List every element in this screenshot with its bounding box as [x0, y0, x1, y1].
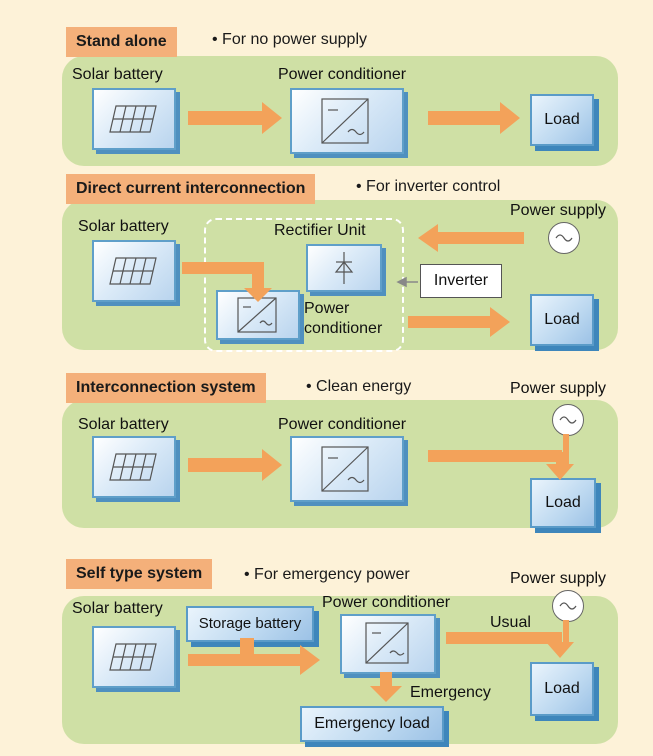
ac-supply-icon — [552, 590, 584, 622]
inverter-box: Inverter — [420, 264, 502, 298]
power-conditioner-label: Power conditioner — [322, 594, 451, 611]
diode-icon — [334, 252, 354, 284]
solar-battery-label: Solar battery — [78, 416, 169, 433]
power-conditioner-box — [290, 436, 404, 502]
power-conditioner-box — [290, 88, 404, 154]
load-box: Load — [530, 662, 594, 716]
emergency-label: Emergency — [410, 684, 491, 701]
load-box: Load — [530, 294, 594, 346]
power-conditioner-label-line1: Power — [304, 300, 350, 317]
power-supply-label: Power supply — [510, 570, 607, 587]
converter-icon — [237, 297, 277, 333]
solar-panel-icon — [109, 643, 157, 671]
ac-supply-icon — [548, 222, 580, 254]
power-supply-label: Power supply — [510, 202, 607, 219]
load-label: Load — [544, 311, 580, 328]
storage-battery-box: Storage battery — [186, 606, 314, 642]
solar-panel-box — [92, 626, 176, 688]
section-self-type-title: Self type system — [66, 559, 213, 589]
section-stand-alone-note: • For no power supply — [212, 31, 368, 48]
solar-panel-box — [92, 436, 176, 498]
converter-icon — [321, 446, 369, 492]
load-label: Load — [545, 494, 581, 511]
solar-panel-icon — [109, 453, 157, 481]
solar-battery-label: Solar battery — [72, 600, 163, 617]
solar-panel-icon — [109, 105, 157, 133]
section-interconnection-note: • Clean energy — [306, 378, 412, 395]
load-box: Load — [530, 94, 594, 146]
section-dc-interconnection-note: • For inverter control — [356, 178, 501, 195]
ac-supply-icon — [552, 404, 584, 436]
section-self-type-note: • For emergency power — [244, 566, 410, 583]
load-label: Load — [544, 680, 580, 697]
converter-icon — [365, 622, 409, 664]
power-supply-label: Power supply — [510, 380, 607, 397]
converter-icon — [321, 98, 369, 144]
emergency-load-box: Emergency load — [300, 706, 444, 742]
solar-panel-box — [92, 88, 176, 150]
emergency-load-label: Emergency load — [314, 715, 430, 732]
solar-panel-box — [92, 240, 176, 302]
section-interconnection-title: Interconnection system — [66, 373, 266, 403]
solar-battery-label: Solar battery — [72, 66, 163, 83]
power-conditioner-box — [216, 290, 300, 340]
load-box: Load — [530, 478, 596, 528]
power-conditioner-label-line2: conditioner — [304, 320, 383, 337]
usual-label: Usual — [490, 614, 531, 631]
inverter-label: Inverter — [433, 272, 489, 289]
storage-battery-label: Storage battery — [198, 615, 302, 632]
power-conditioner-label: Power conditioner — [278, 416, 407, 433]
load-label: Load — [544, 111, 580, 128]
power-conditioner-box — [340, 614, 436, 674]
section-dc-interconnection-title: Direct current interconnection — [66, 174, 316, 204]
solar-panel-icon — [109, 257, 157, 285]
solar-battery-label: Solar battery — [78, 218, 169, 235]
section-stand-alone-title: Stand alone — [66, 27, 177, 57]
rectifier-unit-label: Rectifier Unit — [274, 222, 366, 239]
rectifier-box — [306, 244, 382, 292]
power-conditioner-label: Power conditioner — [278, 66, 407, 83]
